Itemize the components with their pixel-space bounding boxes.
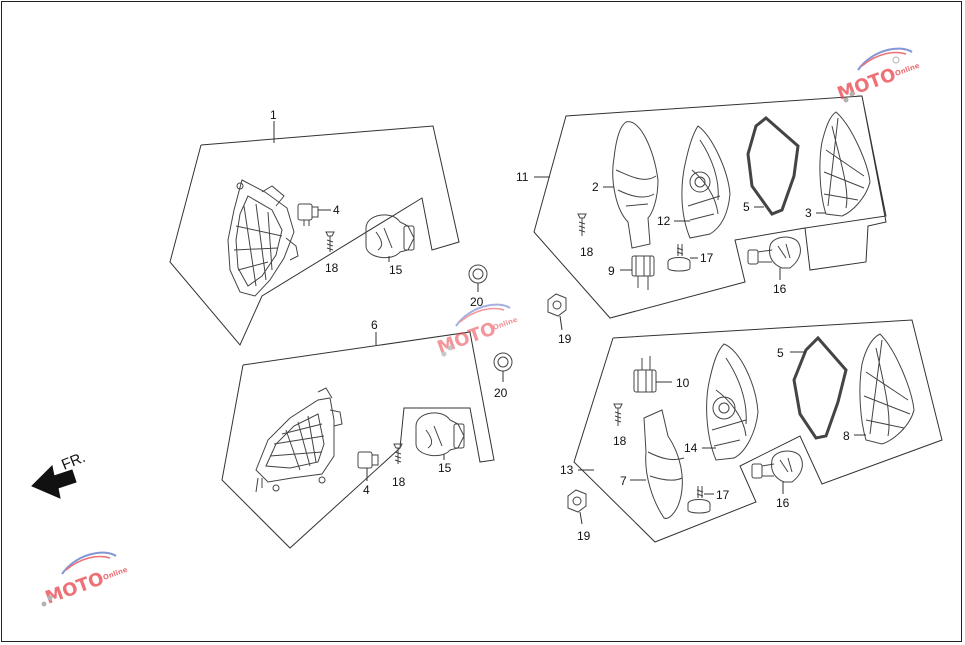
gasket-5-b — [792, 335, 848, 440]
group-11-outline — [533, 95, 887, 319]
callout-14: 14 — [684, 441, 698, 455]
callout-19-a: 19 — [558, 332, 572, 346]
callout-18-d: 18 — [613, 434, 627, 448]
callout-15-a: 15 — [389, 263, 403, 277]
callout-8: 8 — [843, 429, 850, 443]
callout-19-b: 19 — [577, 529, 591, 543]
watermark-top-right: MOTO Online — [835, 47, 921, 105]
front-label: FR. — [59, 449, 88, 474]
gasket-5-a — [746, 116, 800, 216]
lens-3 — [819, 111, 871, 217]
lens-7 — [643, 409, 685, 519]
socket-base-12 — [681, 125, 731, 239]
callout-4-bottom: 4 — [363, 483, 370, 497]
callout-20-b: 20 — [494, 386, 508, 400]
callout-9: 9 — [608, 264, 615, 278]
lens-2 — [612, 121, 659, 249]
callout-15-b: 15 — [438, 461, 452, 475]
callout-17-a: 17 — [700, 251, 714, 265]
screw-18-a — [325, 231, 335, 252]
group-13-outline — [573, 319, 943, 543]
callout-18-b: 18 — [392, 475, 406, 489]
callout-12: 12 — [657, 214, 671, 228]
group-6-outline — [221, 331, 495, 549]
callout-2: 2 — [592, 180, 599, 194]
socket-4-top — [297, 203, 319, 226]
watermark-center: MOTO Online — [435, 303, 519, 359]
front-direction-arrow — [31, 464, 77, 499]
lens-8 — [859, 333, 915, 445]
screw-18-c — [577, 213, 587, 236]
callout-1: 1 — [270, 108, 277, 122]
callout-16-a: 16 — [773, 282, 787, 296]
front-signal-housing-right — [255, 387, 343, 493]
callout-5-a: 5 — [743, 200, 750, 214]
callout-4-top: 4 — [333, 203, 340, 217]
bulb-16-a — [747, 236, 801, 269]
svg-text:MOTO: MOTO — [43, 568, 107, 609]
screw-18-b — [393, 443, 403, 464]
socket-base-14 — [706, 343, 759, 461]
callout-18-c: 18 — [580, 245, 594, 259]
bulb-15-b — [415, 412, 465, 457]
callout-18-a: 18 — [325, 261, 339, 275]
callout-17-b: 17 — [716, 488, 730, 502]
callout-10: 10 — [676, 376, 690, 390]
group-1-outline — [169, 125, 460, 346]
washer-20-b — [493, 352, 513, 372]
holder-10 — [633, 356, 657, 393]
bulb-16-b — [751, 450, 803, 483]
callout-13: 13 — [560, 463, 574, 477]
svg-text:Online: Online — [102, 566, 129, 582]
callout-20-a: 20 — [470, 295, 484, 309]
front-signal-housing-left — [227, 179, 299, 297]
callout-16-b: 16 — [776, 496, 790, 510]
callout-11: 11 — [516, 170, 529, 184]
watermark-bottom-left: MOTO Online — [41, 551, 129, 609]
callout-5-b: 5 — [777, 346, 784, 360]
bolt-17-b — [687, 486, 711, 514]
svg-text:Online: Online — [894, 62, 921, 78]
callout-7: 7 — [620, 474, 627, 488]
holder-9 — [631, 255, 655, 290]
svg-text:Online: Online — [492, 316, 519, 332]
screw-18-d — [613, 403, 623, 426]
bulb-15-a — [365, 214, 415, 259]
nut-19-b — [567, 489, 587, 513]
callout-3: 3 — [805, 206, 812, 220]
nut-19-a — [547, 293, 567, 317]
callout-6: 6 — [371, 318, 378, 332]
washer-20-a — [468, 264, 488, 284]
socket-4-bottom — [357, 451, 379, 469]
bolt-17-a — [667, 244, 691, 272]
